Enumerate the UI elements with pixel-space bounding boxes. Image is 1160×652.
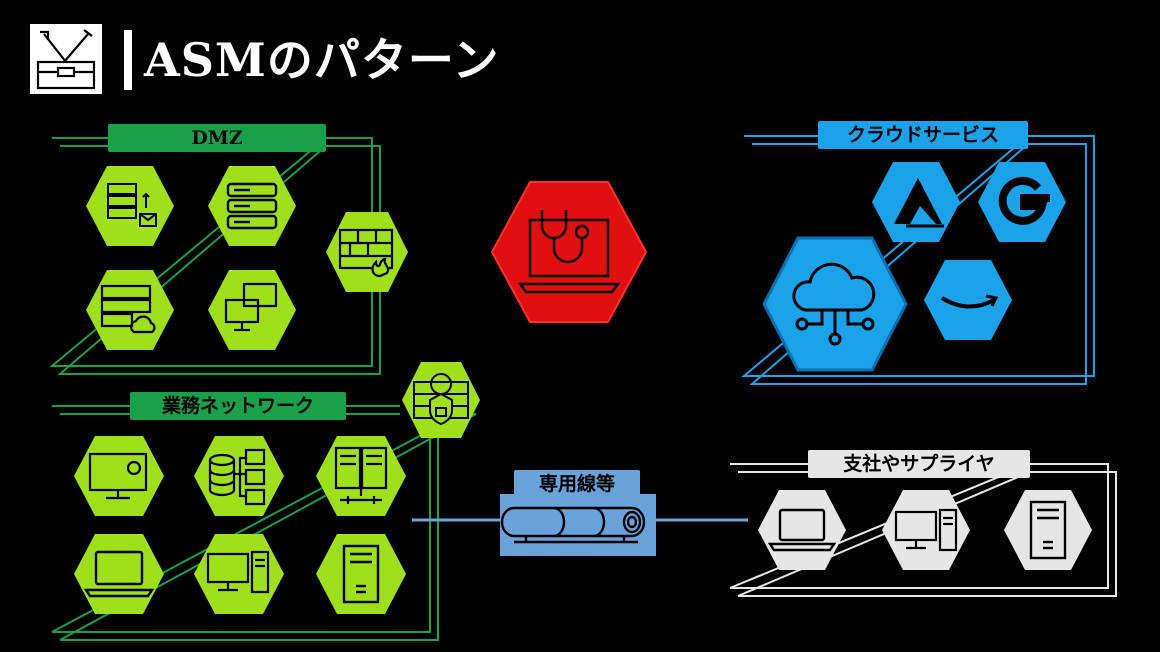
page-title: ASMのパターン (144, 33, 500, 87)
zone-label-cloud-services: クラウドサービス (818, 121, 1028, 149)
pipe-icon (500, 494, 656, 556)
toolbox-icon (30, 24, 102, 94)
desktop-pc-icon (194, 534, 284, 614)
zone-label-branch-suppliers: 支社やサプライヤ (808, 450, 1030, 478)
server-rack-icon (208, 166, 296, 246)
amazon-icon (924, 260, 1012, 340)
zone-label-dmz: DMZ (108, 124, 326, 152)
database-files-icon (194, 436, 284, 516)
azure-icon (872, 162, 960, 242)
zone-label-business-network: 業務ネットワーク (130, 392, 346, 420)
laptop-icon (74, 534, 164, 614)
tower-pc-icon (316, 534, 406, 614)
vpn-shield-icon (402, 362, 480, 438)
desktop-settings-icon (74, 436, 164, 516)
cloud-storage-server-icon (86, 270, 174, 350)
title-bar (124, 30, 132, 90)
mail-server-icon (86, 166, 174, 246)
server-network-icon (316, 436, 406, 516)
branch-tower-pc-icon (1004, 490, 1092, 570)
google-cloud-icon (978, 162, 1066, 242)
cloud-network-icon (762, 236, 908, 372)
remote-desktop-icon (208, 270, 296, 350)
zone-label-dedicated-line: 専用線等 (514, 470, 640, 498)
firewall-icon (326, 212, 408, 292)
branch-laptop-icon (758, 490, 846, 570)
branch-desktop-pc-icon (882, 490, 970, 570)
laptop-stethoscope-icon (490, 181, 648, 323)
